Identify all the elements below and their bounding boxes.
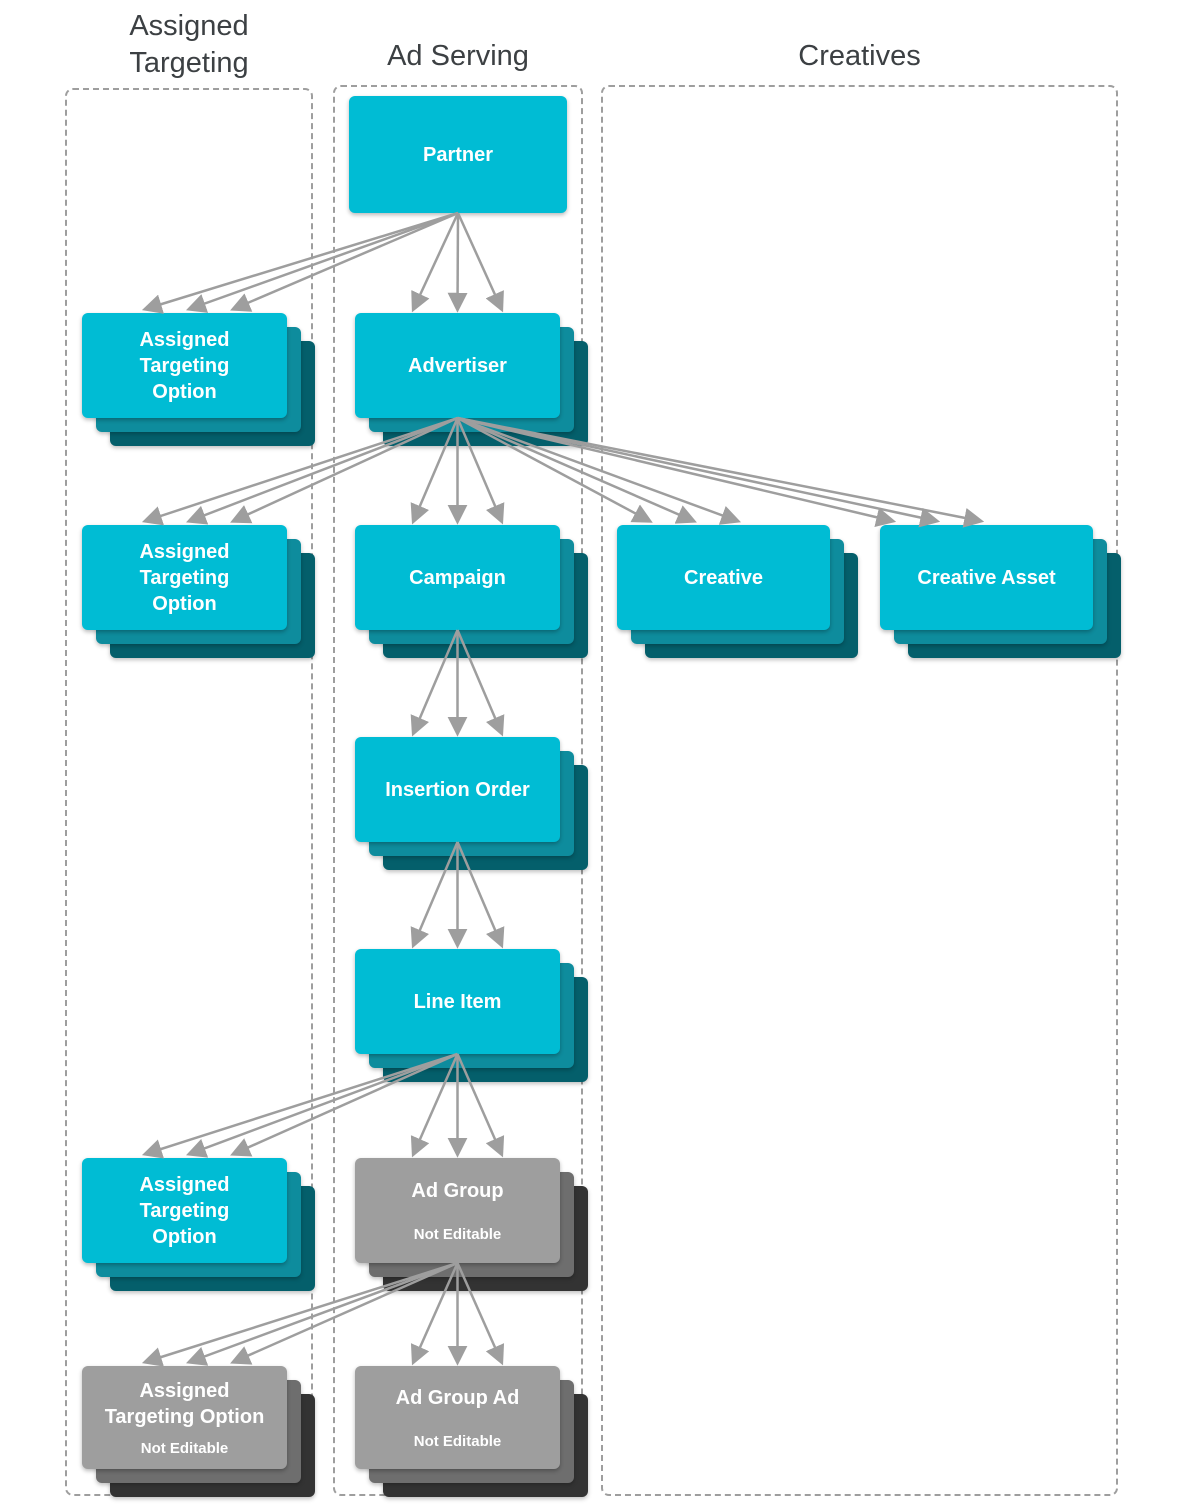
column-header-line: Targeting <box>129 47 249 79</box>
node-label-line: Line Item <box>413 990 502 1013</box>
node-campaign: Campaign <box>355 525 560 630</box>
node-label-line: Targeting Option <box>104 1405 265 1428</box>
node-line-item: Line Item <box>355 949 560 1054</box>
node-line-item-label: Line Item <box>414 989 502 1015</box>
node-label-line: Assigned <box>139 540 230 563</box>
node-label-line: Ad Group Ad <box>395 1386 520 1409</box>
node-label-line: Targeting <box>139 354 230 377</box>
node-label-line: Creative Asset <box>917 566 1056 589</box>
node-creative-label: Creative <box>684 565 763 591</box>
node-ad-group-ad: Ad Group Ad Not Editable <box>355 1366 560 1469</box>
column-creatives <box>601 85 1118 1496</box>
node-label-line: Insertion Order <box>385 778 530 801</box>
node-label-line: Advertiser <box>408 354 507 377</box>
node-label-line: Creative <box>684 566 763 589</box>
node-label-line: Option <box>152 592 217 615</box>
node-label-line: Option <box>152 1225 217 1248</box>
node-label-line: Assigned <box>139 328 230 351</box>
node-label-line: Assigned <box>139 1173 230 1196</box>
column-header-ad-serving: Ad Serving <box>387 38 529 75</box>
node-label-line: Campaign <box>409 566 506 589</box>
node-creative: Creative <box>617 525 830 630</box>
node-creative-asset: Creative Asset <box>880 525 1093 630</box>
node-label-line: Partner <box>422 143 494 166</box>
node-ato-ad-group-sublabel: Not Editable <box>140 1439 229 1457</box>
column-header-creatives: Creatives <box>798 38 921 75</box>
node-campaign-label: Campaign <box>409 565 506 591</box>
node-label-line: Ad Group <box>411 1179 504 1202</box>
node-advertiser-label: Advertiser <box>408 353 507 379</box>
node-insertion-order: Insertion Order <box>355 737 560 842</box>
node-ad-group-ad-sublabel: Not Editable <box>413 1432 502 1450</box>
node-label-line: Assigned <box>139 1379 230 1402</box>
node-label-line: Targeting <box>139 1199 230 1222</box>
column-header-line: Creatives <box>798 40 921 72</box>
node-insertion-order-label: Insertion Order <box>385 777 529 803</box>
node-label-line: Targeting <box>139 566 230 589</box>
node-label-line: Option <box>152 380 217 403</box>
node-ad-group-sublabel: Not Editable <box>413 1225 502 1243</box>
column-header-line: Assigned <box>129 10 249 42</box>
node-ad-group-ad-label: Ad Group Ad <box>396 1385 520 1411</box>
node-partner-label: Partner <box>423 142 493 168</box>
node-partner: Partner <box>349 96 567 213</box>
node-creative-asset-label: Creative Asset <box>917 565 1055 591</box>
column-header-line: Ad Serving <box>387 40 529 72</box>
node-ad-group-label: Ad Group <box>411 1178 503 1204</box>
node-advertiser: Advertiser <box>355 313 560 418</box>
